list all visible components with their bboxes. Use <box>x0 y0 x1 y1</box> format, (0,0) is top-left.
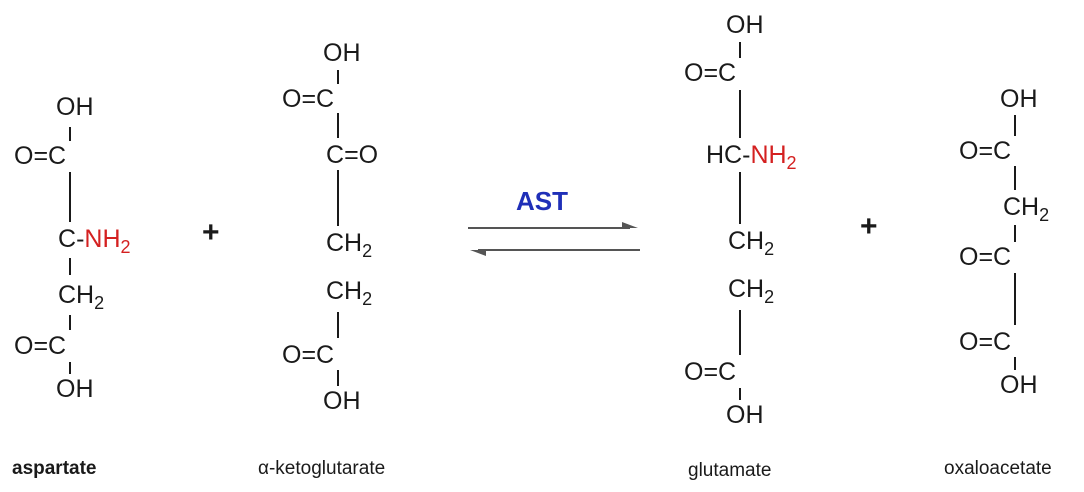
glutamate-oh-top: OH <box>726 11 764 39</box>
oxaloacetate-oh-top: OH <box>1000 85 1038 113</box>
aspartate-oh-bottom: OH <box>56 375 94 403</box>
glutamate-ch2-upper: CH2 <box>728 227 775 259</box>
ketoglutarate-keto-carbon: C=O <box>326 141 379 169</box>
oxaloacetate-carboxyl-carbon-top: O=C <box>959 137 1012 165</box>
aspartate-carboxyl-carbon-top: O=C <box>14 142 67 170</box>
ketoglutarate-oh-top: OH <box>323 39 361 67</box>
glutamate-carboxyl-carbon-bottom: O=C <box>684 358 737 386</box>
aspartate-oh-top: OH <box>56 93 94 121</box>
glutamate-oh-bottom: OH <box>726 401 764 429</box>
plus-sign: + <box>860 210 878 243</box>
glutamate-alpha-carbon-amine: HC-NH2 <box>706 141 797 173</box>
reverse-arrowhead <box>470 250 486 256</box>
ketoglutarate-oh-bottom: OH <box>323 387 361 415</box>
oxaloacetate-ch2: CH2 <box>1003 193 1050 225</box>
ketoglutarate-carboxyl-carbon-bottom: O=C <box>282 341 335 369</box>
ketoglutarate-ch2-upper: CH2 <box>326 229 373 261</box>
plus-sign: + <box>202 216 220 249</box>
aspartate-carboxyl-carbon-bottom: O=C <box>14 332 67 360</box>
oxaloacetate-carboxyl-carbon-bottom: O=C <box>959 328 1012 356</box>
compound-name-glutamate: glutamate <box>688 460 772 481</box>
compound-name-aspartate: aspartate <box>12 458 97 479</box>
oxaloacetate-keto-carbon: O=C <box>959 243 1012 271</box>
enzyme-label: AST <box>516 186 568 216</box>
ketoglutarate-ch2-lower: CH2 <box>326 277 373 309</box>
ketoglutarate-carboxyl-carbon-top: O=C <box>282 85 335 113</box>
compound-name-ketoglutarate: α-ketoglutarate <box>258 458 386 479</box>
aspartate-alpha-carbon-amine: C-NH2 <box>58 225 131 257</box>
oxaloacetate-oh-bottom: OH <box>1000 371 1038 399</box>
forward-arrowhead <box>622 222 638 228</box>
glutamate-ch2-lower: CH2 <box>728 275 775 307</box>
aspartate-ch2: CH2 <box>58 281 105 313</box>
compound-name-oxaloacetate: oxaloacetate <box>944 458 1052 479</box>
glutamate-carboxyl-carbon-top: O=C <box>684 59 737 87</box>
